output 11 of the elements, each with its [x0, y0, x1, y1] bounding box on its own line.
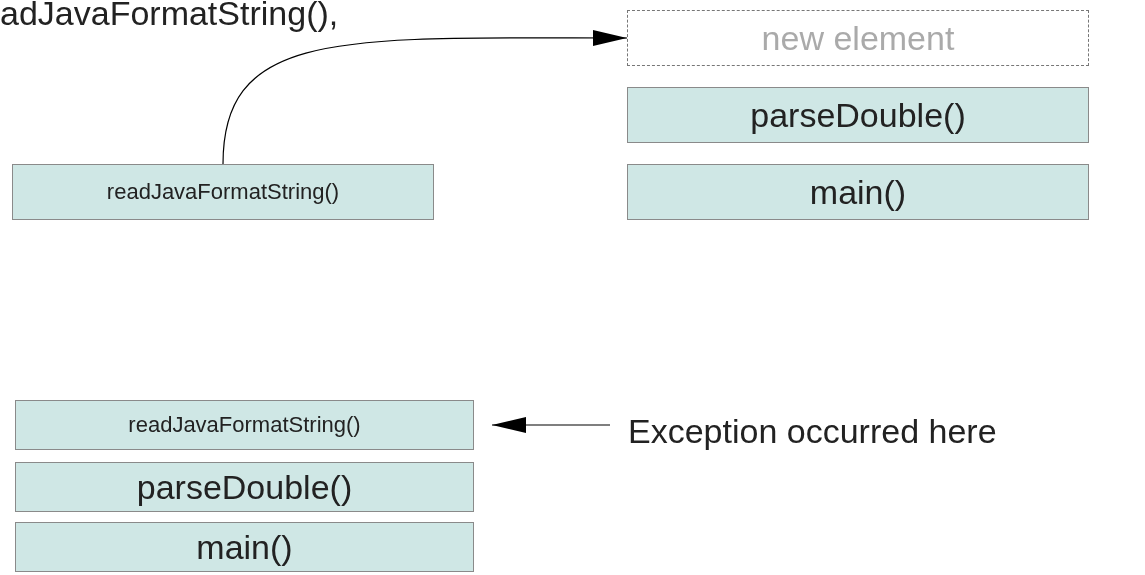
stack-frame-box: parseDouble() — [15, 462, 474, 512]
empty-slot-box: new element — [627, 10, 1089, 66]
stack-frame-box: main() — [627, 164, 1089, 220]
stack-frame-box: readJavaFormatString() — [15, 400, 474, 450]
stack-frame-box: readJavaFormatString() — [12, 164, 434, 220]
arrow — [491, 417, 611, 433]
stack-frame-box: parseDouble() — [627, 87, 1089, 143]
stack-frame-box: main() — [15, 522, 474, 572]
annotation-text: Exception occurred here — [628, 408, 1145, 454]
arrow — [222, 29, 628, 165]
code-text: adJavaFormatString(), — [0, 0, 339, 33]
